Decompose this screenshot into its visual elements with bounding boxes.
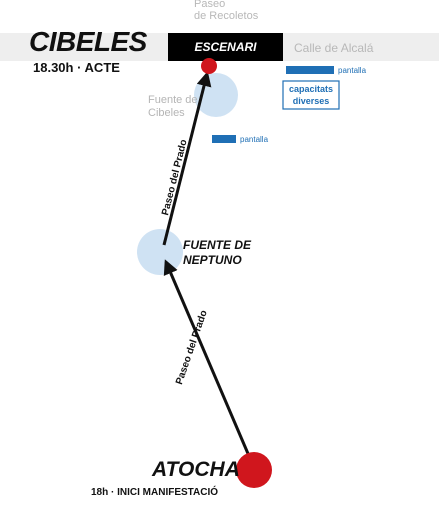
screen-label-2: pantalla — [240, 135, 269, 144]
end-subtitle: 18.30h · ACTE — [33, 60, 120, 75]
waypoint-label-line2: NEPTUNO — [183, 253, 242, 267]
accessibility-text-line1: capacitats — [288, 84, 334, 94]
accessibility-text-line2: diverses — [292, 96, 330, 106]
fountain-label-cibeles-line1: Fuente de — [148, 94, 198, 106]
start-marker-icon — [236, 452, 272, 488]
screen-label-1: pantalla — [338, 66, 367, 75]
street-label-alcala: Calle de Alcalá — [294, 41, 374, 55]
end-title: CIBELES — [29, 26, 147, 57]
screen-marker-2 — [212, 135, 236, 143]
start-title: ATOCHA — [152, 458, 240, 481]
route-segment-south — [163, 259, 251, 457]
end-marker-icon — [201, 58, 217, 74]
street-label-recoletos-line2: de Recoletos — [194, 10, 259, 22]
street-label-recoletos: Paseo de Recoletos — [194, 0, 258, 22]
route-segment-north — [162, 71, 212, 246]
screen-marker-1 — [286, 66, 334, 74]
accessibility-text: capacitats diverses — [283, 83, 339, 107]
stage-bar — [168, 33, 283, 61]
fountain-label-cibeles: Fuente de Cibeles — [148, 94, 198, 120]
waypoint-label: FUENTE DE NEPTUNO — [183, 238, 251, 268]
neptuno-fountain-halo — [137, 229, 183, 275]
waypoint-label-line1: FUENTE DE — [183, 238, 252, 252]
recoletos-gap — [182, 0, 282, 33]
fountain-label-cibeles-line2: Cibeles — [148, 107, 185, 119]
stage-label: ESCENARI — [194, 40, 257, 54]
start-subtitle: 18h · INICI MANIFESTACIÓ — [91, 487, 219, 498]
accessibility-box — [282, 80, 340, 110]
street-label-recoletos-line1: Paseo — [194, 0, 226, 10]
